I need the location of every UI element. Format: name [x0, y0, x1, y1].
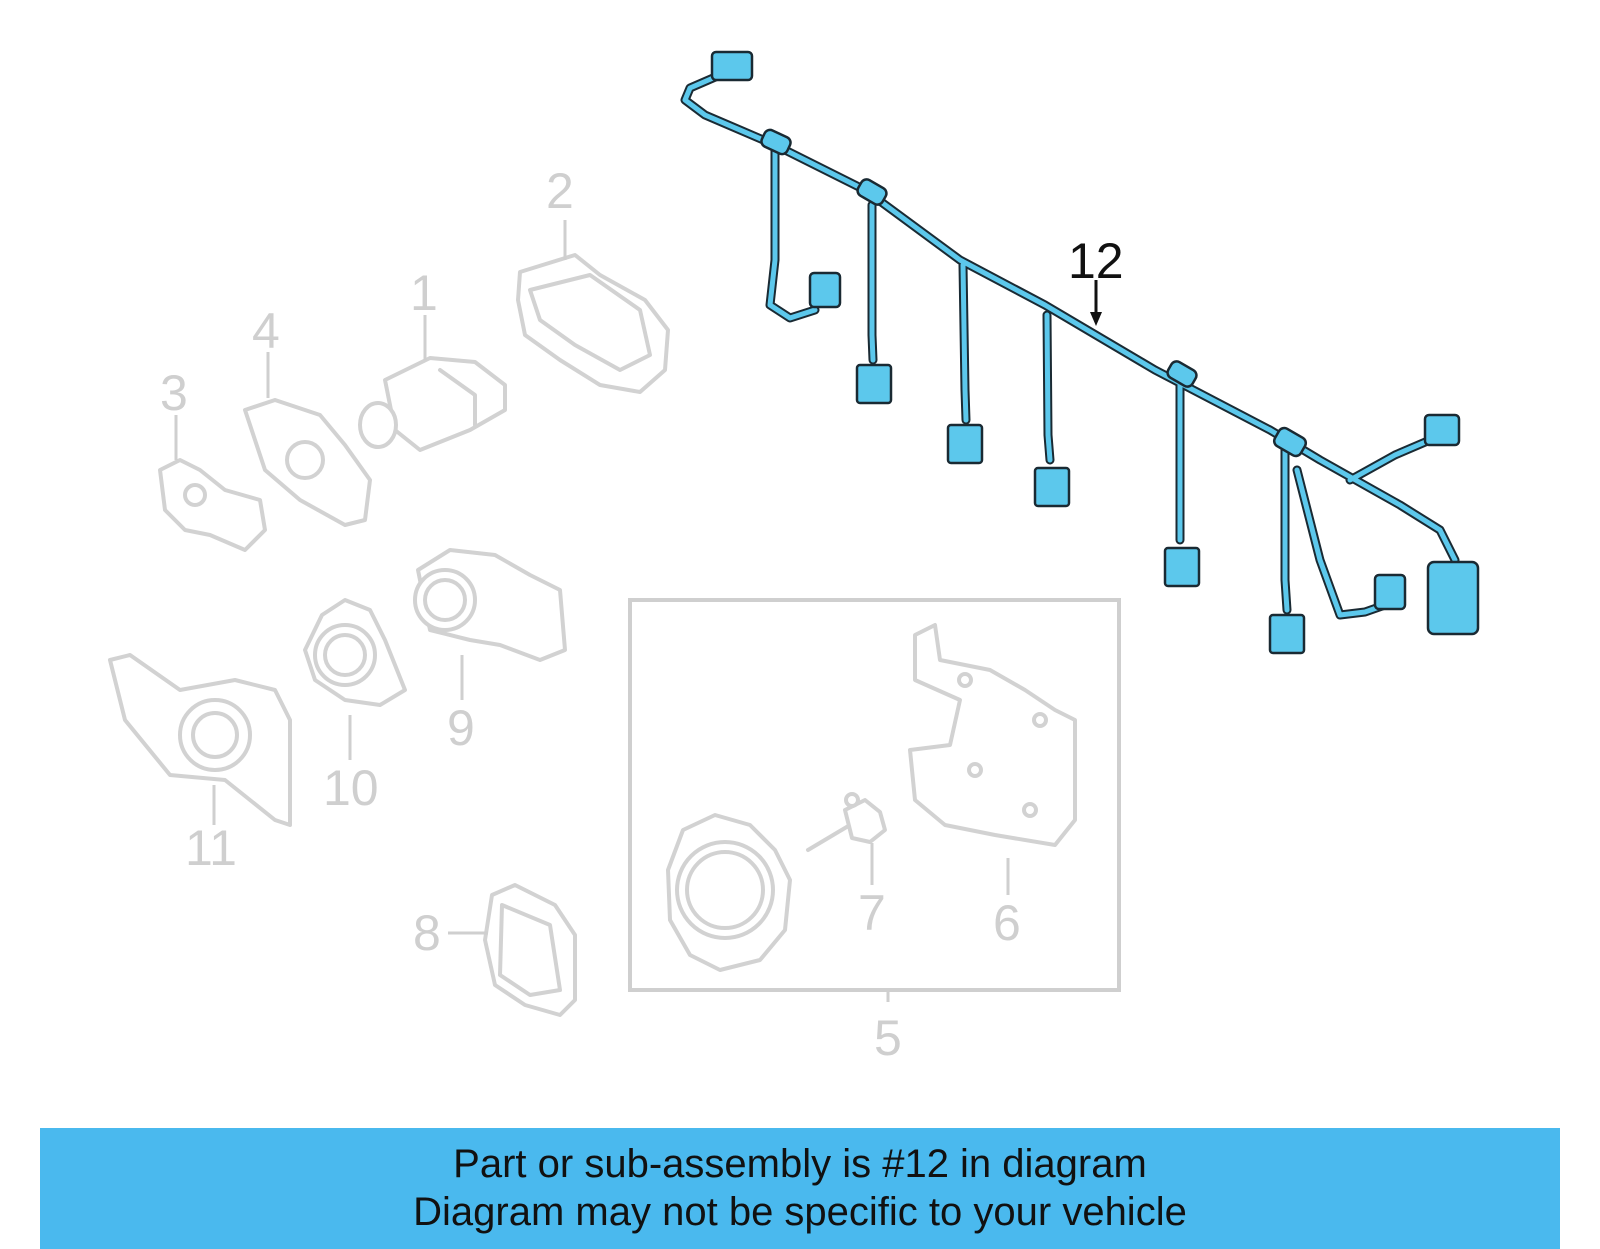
- harness-junction: [1166, 360, 1198, 388]
- callout-3: 3: [160, 365, 188, 421]
- part-6-plate: [908, 623, 1077, 847]
- callout-4: 4: [252, 303, 280, 359]
- callout-10: 10: [323, 760, 379, 816]
- callout-11: 11: [185, 820, 237, 876]
- callout-1: 1: [410, 265, 438, 321]
- harness-connector: [1423, 413, 1461, 447]
- part-10-ring: [303, 598, 407, 707]
- harness-connector: [1033, 466, 1071, 508]
- part-5-box: [628, 598, 1121, 992]
- callout-8: 8: [413, 905, 441, 961]
- callout-7: 7: [858, 885, 886, 941]
- harness-connector: [855, 363, 893, 405]
- part-5-throttle-body: [666, 813, 792, 972]
- part-2-bracket: [516, 253, 670, 394]
- harness-connector: [946, 423, 984, 465]
- part-3-clip: [158, 458, 267, 552]
- callout-12: 12: [1068, 233, 1124, 289]
- part-7-bolt: [806, 792, 887, 852]
- harness-connector: [1163, 546, 1201, 588]
- harness-connector: [710, 50, 754, 82]
- harness-connector: [1426, 560, 1480, 636]
- harness-junction: [1272, 426, 1308, 458]
- harness-junction: [760, 128, 792, 156]
- part-12-wiring-harness: [680, 50, 1480, 655]
- banner-line-1: Part or sub-assembly is #12 in diagram: [453, 1142, 1147, 1186]
- part-1-sensor: [358, 356, 507, 452]
- harness-connector: [808, 271, 842, 309]
- part-9-housing: [413, 548, 567, 662]
- callout-5: 5: [874, 1010, 902, 1066]
- part-11-bracket: [108, 653, 292, 827]
- leader-12-arrowhead: [1090, 312, 1102, 326]
- harness-connector: [1373, 573, 1407, 611]
- part-8-gasket: [483, 883, 577, 1017]
- harness-junction: [856, 178, 888, 206]
- callout-6: 6: [993, 895, 1021, 951]
- banner-line-2: Diagram may not be specific to your vehi…: [413, 1190, 1187, 1234]
- callout-2: 2: [546, 163, 574, 219]
- callout-9: 9: [447, 700, 475, 756]
- part-4-mount: [243, 398, 372, 527]
- harness-connector: [1268, 613, 1306, 655]
- info-banner: Part or sub-assembly is #12 in diagram D…: [40, 1128, 1560, 1249]
